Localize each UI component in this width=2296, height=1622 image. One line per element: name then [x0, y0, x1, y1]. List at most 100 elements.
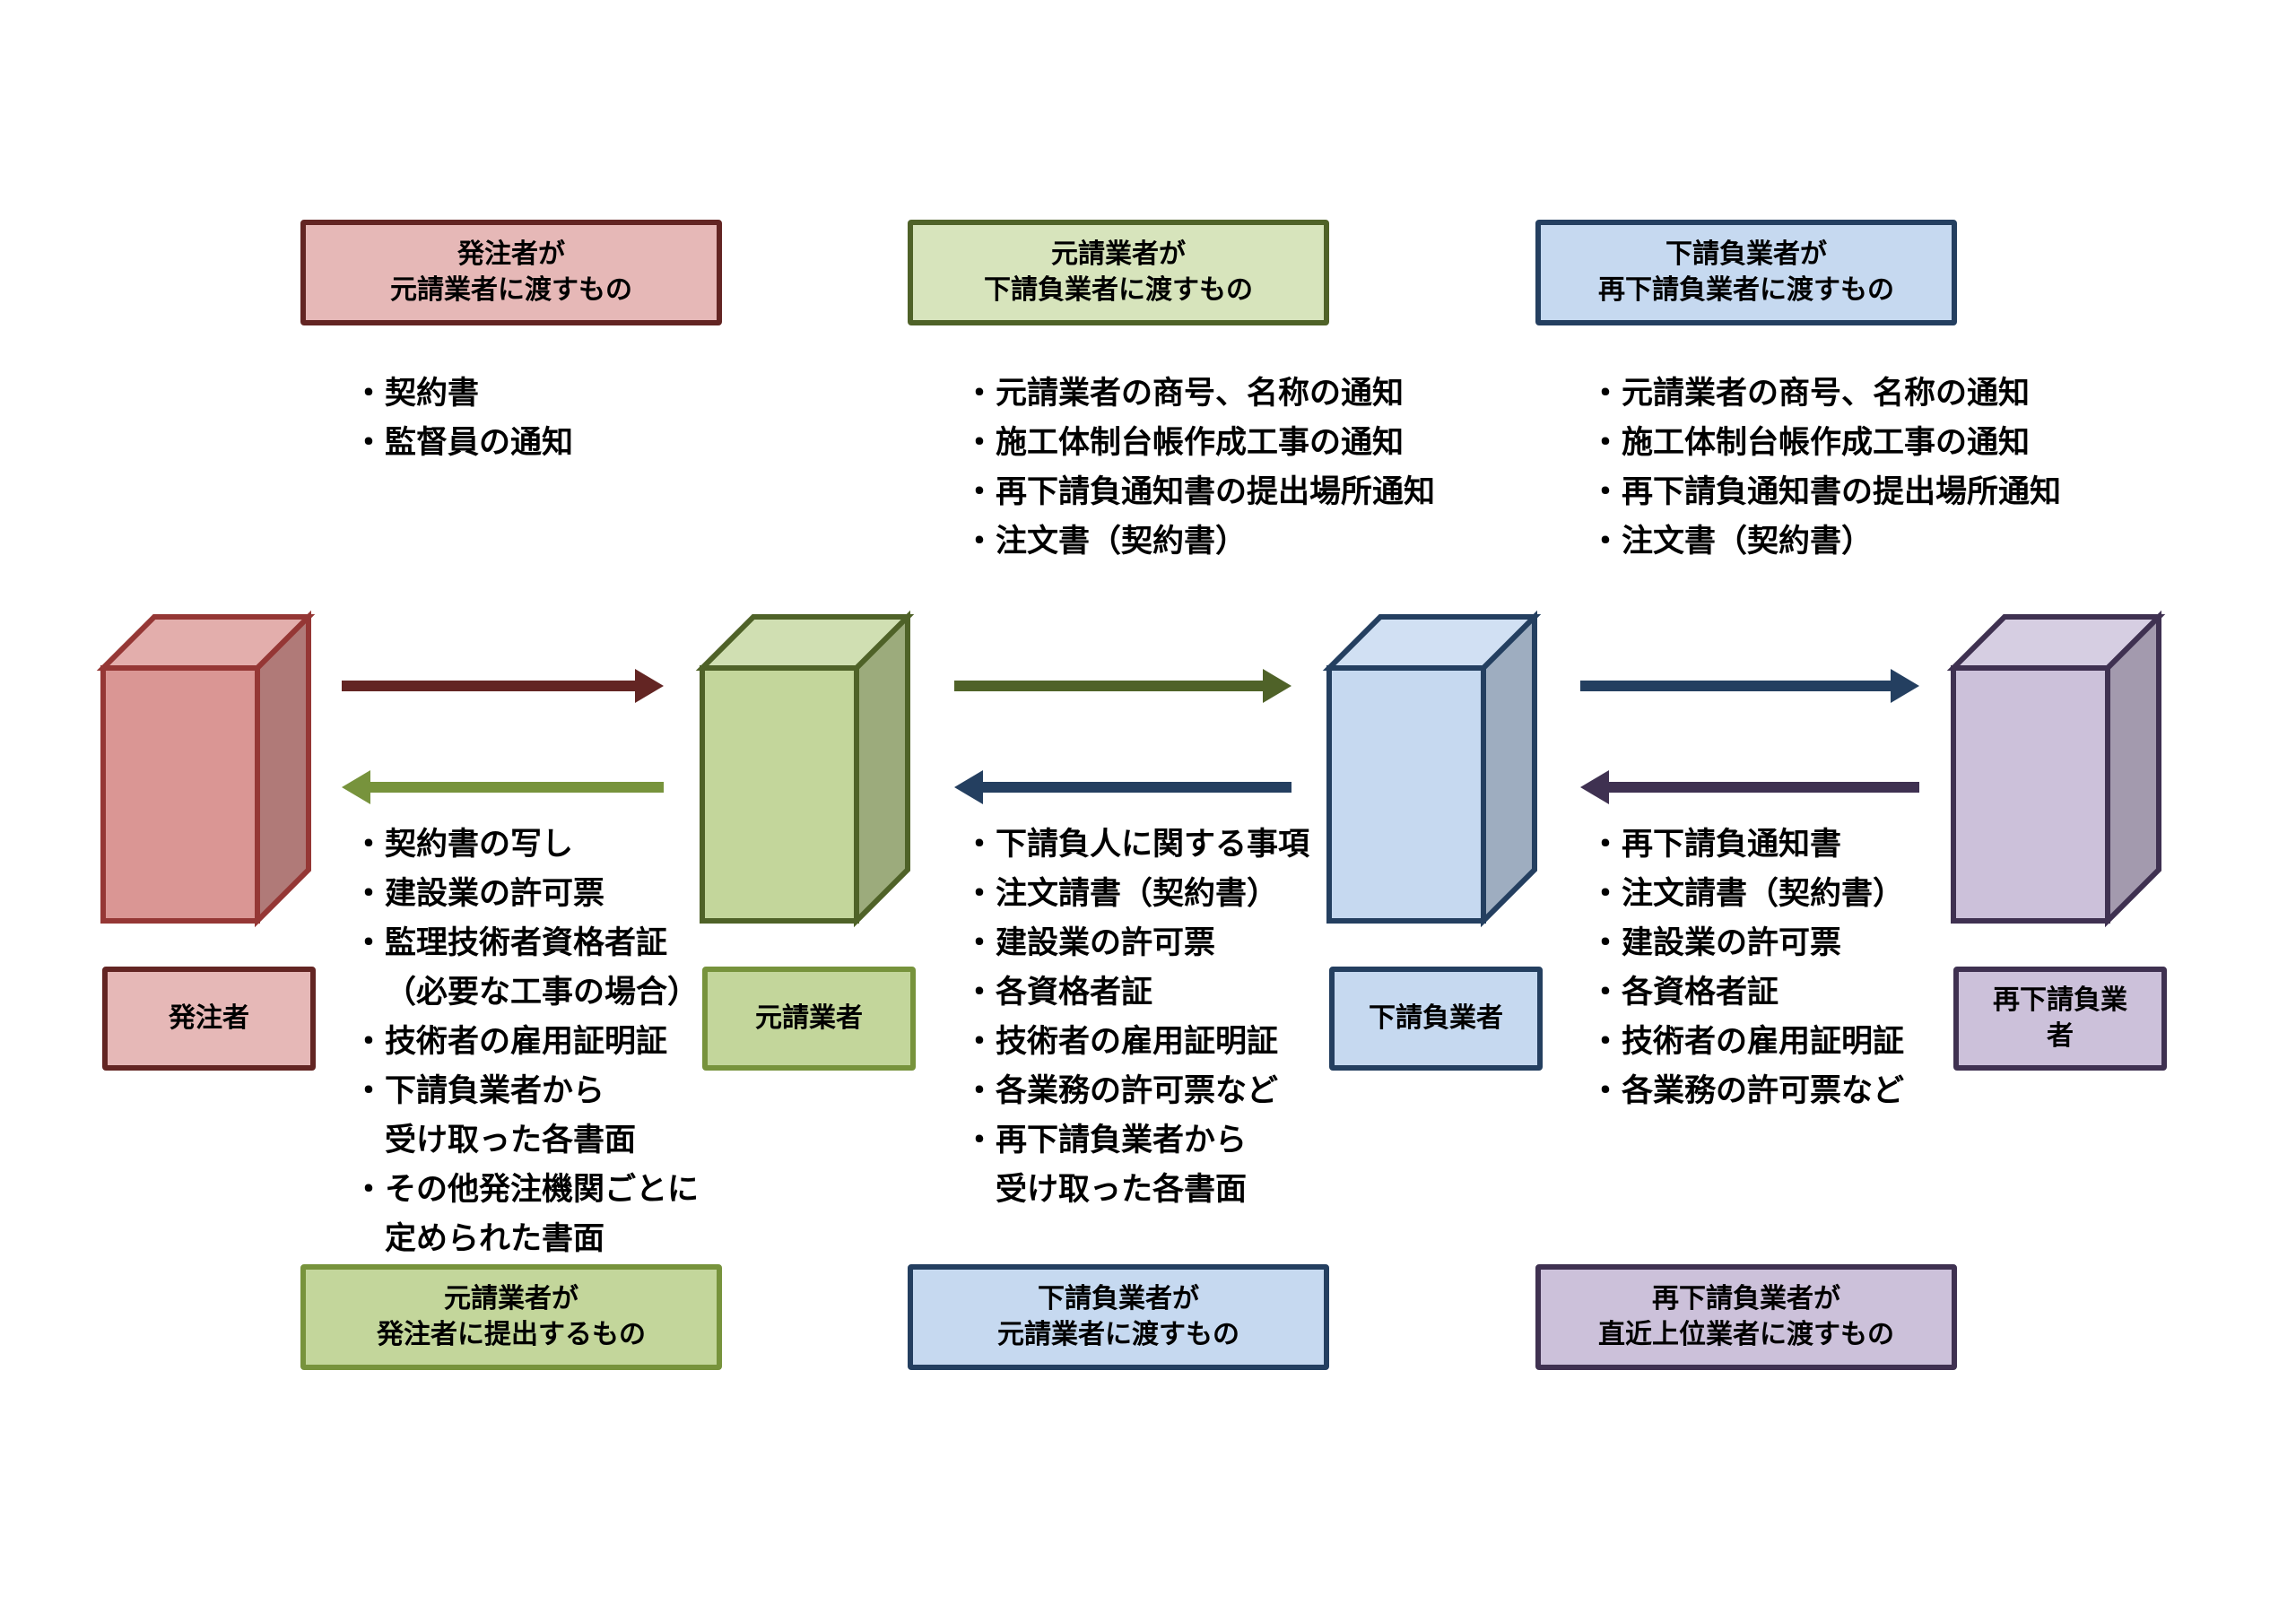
bullet-icon: ・ [963, 925, 996, 961]
bullet-icon: ・ [1589, 376, 1622, 412]
footer-line: 下請負業者が [1038, 1283, 1199, 1314]
list-item: ・施工体制台帳作成工事の通知 [1589, 419, 2061, 468]
header-line: 下請負業者に渡すもの [984, 274, 1253, 306]
list-item: ・施工体制台帳作成工事の通知 [963, 419, 1435, 468]
bullet-icon: ・ [352, 827, 385, 863]
list-item-text: 注文書（契約書） [1622, 524, 1874, 559]
list-sub-to-resub: ・元請業者の商号、名称の通知・施工体制台帳作成工事の通知・再下請負通知書の提出場… [1589, 369, 2061, 567]
list-item-text: 技術者の雇用証明証 [385, 1024, 668, 1060]
footer-sub-to-prime: 下請負業者が 元請業者に渡すもの [908, 1264, 1329, 1370]
list-item: ・各業務の許可票など [1589, 1067, 1904, 1116]
header-line: 再下請負業者に渡すもの [1598, 274, 1894, 306]
bullet-icon: ・ [352, 876, 385, 912]
list-item: ・下請負業者から受け取った各書面 [352, 1067, 699, 1166]
entity-cube-resub [1946, 610, 2166, 928]
list-item: ・建設業の許可票 [963, 919, 1309, 968]
arrow-sub-to-prime [954, 770, 1292, 804]
list-item-text: その他発注機関ごとに [385, 1172, 700, 1208]
list-item-text: 監理技術者資格者証 [385, 925, 668, 961]
arrow-right-icon [635, 669, 664, 703]
list-resub-to-sub: ・再下請負通知書・注文請書（契約書）・建設業の許可票・各資格者証・技術者の雇用証… [1589, 820, 1904, 1116]
bullet-icon: ・ [352, 425, 385, 461]
list-item: ・再下請負通知書 [1589, 820, 1904, 870]
header-sub-to-resub: 下請負業者が 再下請負業者に渡すもの [1535, 220, 1957, 325]
entity-cube-prime [695, 610, 915, 928]
bullet-icon: ・ [1589, 827, 1622, 863]
cube-front-face [700, 665, 859, 924]
list-item: ・契約書 [352, 369, 573, 419]
list-item: ・元請業者の商号、名称の通知 [1589, 369, 2061, 419]
arrow-resub-to-sub [1580, 770, 1919, 804]
list-item-text: 再下請負業者から [996, 1123, 1248, 1158]
list-item-text: 注文請書（契約書） [1622, 876, 1905, 912]
list-item-text: 再下請負通知書の提出場所通知 [1622, 474, 2062, 510]
arrow-shaft [954, 681, 1263, 691]
bullet-icon: ・ [1589, 474, 1622, 510]
list-item: ・技術者の雇用証明証 [963, 1018, 1309, 1067]
arrow-shaft [1580, 681, 1891, 691]
footer-line: 再下請負業者が [1652, 1283, 1840, 1314]
bullet-icon: ・ [1589, 975, 1622, 1010]
entity-label-text: 発注者 [169, 1002, 249, 1034]
entity-cube-client [96, 610, 316, 928]
bullet-icon: ・ [963, 827, 996, 863]
list-item-text: 定められた書面 [385, 1221, 605, 1257]
cube-front-face [100, 665, 260, 924]
entity-label-sub: 下請負業者 [1329, 967, 1543, 1071]
list-item: ・注文書（契約書） [1589, 517, 2061, 567]
cube-front-face [1326, 665, 1486, 924]
list-item-text: 契約書 [385, 376, 480, 412]
list-item: ・契約書の写し [352, 820, 699, 870]
bullet-icon: ・ [963, 376, 996, 412]
arrow-left-icon [342, 770, 370, 804]
list-item-text: 技術者の雇用証明証 [1622, 1024, 1905, 1060]
arrow-client-to-prime [342, 669, 664, 703]
list-item-text: 建設業の許可票 [1622, 925, 1842, 961]
list-item-text: 元請業者の商号、名称の通知 [996, 376, 1405, 412]
bullet-icon: ・ [1589, 1024, 1622, 1060]
list-item: ・技術者の雇用証明証 [1589, 1018, 1904, 1067]
arrow-shaft [983, 782, 1292, 793]
arrow-shaft [1609, 782, 1919, 793]
list-item-text: 建設業の許可票 [996, 925, 1216, 961]
footer-line: 元請業者が [444, 1283, 578, 1314]
arrow-shaft [370, 782, 664, 793]
list-item-text: 受け取った各書面 [996, 1172, 1248, 1208]
list-item: ・その他発注機関ごとに定められた書面 [352, 1166, 699, 1264]
list-item: ・注文請書（契約書） [963, 870, 1309, 919]
bullet-icon: ・ [1589, 425, 1622, 461]
list-item: ・技術者の雇用証明証 [352, 1018, 699, 1067]
list-item-text: 受け取った各書面 [385, 1123, 637, 1158]
list-item-text: 各資格者証 [996, 975, 1153, 1010]
list-item-text: 施工体制台帳作成工事の通知 [1622, 425, 2031, 461]
arrow-left-icon [1580, 770, 1609, 804]
bullet-icon: ・ [352, 1073, 385, 1109]
bullet-icon: ・ [963, 524, 996, 559]
bullet-icon: ・ [1589, 876, 1622, 912]
footer-line: 発注者に提出するもの [377, 1319, 646, 1350]
list-item-text: 下請負業者から [385, 1073, 605, 1109]
header-line: 下請負業者が [1665, 239, 1827, 270]
list-prime-to-sub: ・元請業者の商号、名称の通知・施工体制台帳作成工事の通知・再下請負通知書の提出場… [963, 369, 1435, 567]
list-item: ・各資格者証 [963, 968, 1309, 1018]
list-item-text: 監督員の通知 [385, 425, 574, 461]
footer-prime-to-client: 元請業者が 発注者に提出するもの [300, 1264, 722, 1370]
list-item-text: 再下請負通知書の提出場所通知 [996, 474, 1436, 510]
list-item: ・監督員の通知 [352, 419, 573, 468]
bullet-icon: ・ [1589, 524, 1622, 559]
header-line: 元請業者に渡すもの [390, 274, 632, 306]
bullet-icon: ・ [963, 975, 996, 1010]
list-item-text: 建設業の許可票 [385, 876, 605, 912]
cube-side-face [2105, 610, 2161, 928]
list-item-text: 契約書の写し [385, 827, 574, 863]
list-prime-to-client: ・契約書の写し・建設業の許可票・監理技術者資格者証（必要な工事の場合）・技術者の… [352, 820, 699, 1264]
entity-label-text: 者 [2047, 1020, 2074, 1052]
list-item-text: 再下請負通知書 [1622, 827, 1842, 863]
bullet-icon: ・ [963, 1123, 996, 1158]
list-item: ・監理技術者資格者証（必要な工事の場合） [352, 919, 699, 1018]
list-item-text: 元請業者の商号、名称の通知 [1622, 376, 2031, 412]
entity-label-prime: 元請業者 [702, 967, 916, 1071]
cube-side-face [1481, 610, 1537, 928]
header-line: 発注者が [457, 239, 565, 270]
